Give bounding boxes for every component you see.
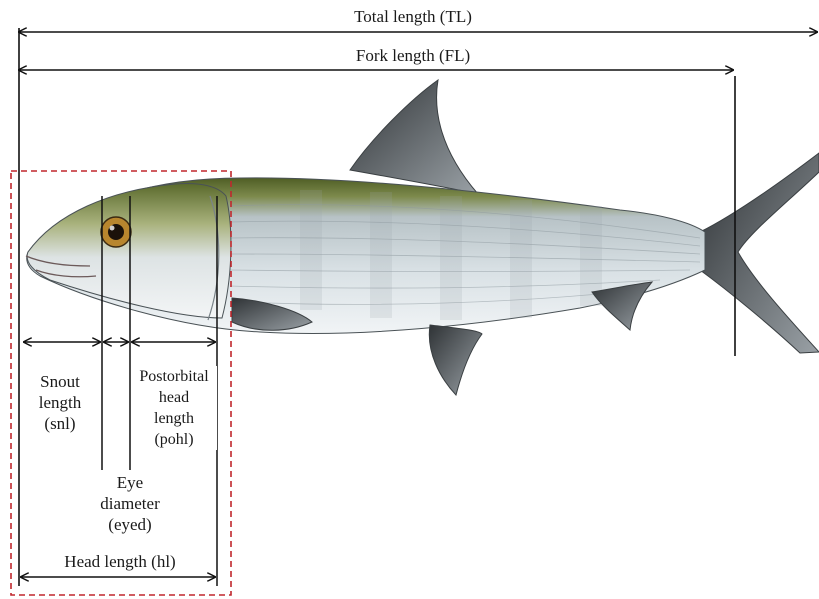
postorbital-length-label: Postorbital head length (pohl) [131, 366, 217, 450]
head-length-label: Head length (hl) [40, 551, 200, 572]
fish-head [27, 184, 231, 319]
bonefish-illustration [26, 80, 819, 395]
dorsal-fin [350, 80, 478, 194]
caudal-fin [700, 153, 819, 353]
eye-diameter-label: Eye diameter (eyed) [85, 472, 175, 535]
pelvic-fin [429, 325, 482, 395]
snout-length-label: Snout length (snl) [24, 371, 96, 434]
total-length-label: Total length (TL) [318, 6, 508, 27]
fork-length-label: Fork length (FL) [318, 45, 508, 66]
